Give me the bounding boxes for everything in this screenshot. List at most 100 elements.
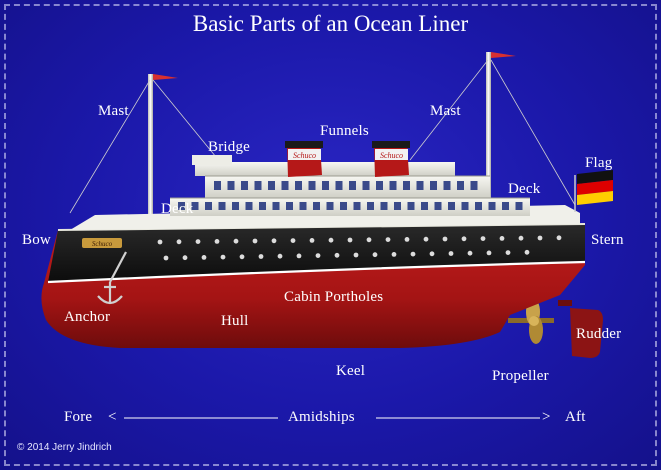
deck-window: [408, 202, 415, 210]
label-hull: Hull: [221, 314, 248, 329]
deck-window: [205, 202, 212, 210]
deck-window: [286, 202, 293, 210]
deck-window: [457, 181, 464, 190]
porthole: [424, 237, 429, 242]
label-bow: Bow: [22, 233, 51, 248]
deck-window: [381, 202, 388, 210]
deck-window: [516, 202, 523, 210]
label-cabin-portholes: Cabin Portholes: [284, 290, 383, 305]
porthole: [462, 236, 467, 241]
deck-window: [327, 202, 334, 210]
porthole: [196, 239, 201, 244]
deck-window: [444, 181, 451, 190]
label-flag: Flag: [585, 156, 612, 171]
deck-window: [462, 202, 469, 210]
deck-window: [313, 202, 320, 210]
porthole: [538, 236, 543, 241]
deck-window: [448, 202, 455, 210]
porthole: [430, 251, 435, 256]
porthole: [316, 253, 321, 258]
porthole: [240, 254, 245, 259]
label-propeller: Propeller: [492, 369, 549, 384]
deck-window: [390, 181, 397, 190]
porthole: [525, 250, 530, 255]
deck-window: [435, 202, 442, 210]
porthole: [177, 239, 182, 244]
porthole: [519, 236, 524, 241]
label-funnels: Funnels: [320, 124, 369, 139]
funnel-logo-aft: Schuco: [380, 151, 403, 160]
porthole: [234, 239, 239, 244]
deck-window: [300, 202, 307, 210]
deck-window: [219, 202, 226, 210]
deck-window: [489, 202, 496, 210]
porthole: [297, 254, 302, 259]
hull-shape: Schuco: [41, 224, 585, 348]
porthole: [354, 253, 359, 258]
deck-window: [309, 181, 316, 190]
porthole: [291, 238, 296, 243]
deck-window: [421, 202, 428, 210]
porthole: [373, 252, 378, 257]
funnel-aft: Schuco: [372, 141, 410, 177]
porthole: [367, 237, 372, 242]
label-fore: Fore: [64, 410, 92, 425]
deck-window: [282, 181, 289, 190]
porthole: [468, 251, 473, 256]
deck-window: [268, 181, 275, 190]
label-deck-fore: Deck: [161, 202, 193, 217]
porthole: [557, 235, 562, 240]
superstructure: [70, 155, 580, 230]
porthole: [164, 256, 169, 261]
label-mast-aft: Mast: [430, 104, 461, 119]
label-aft: Aft: [565, 410, 586, 425]
porthole: [278, 254, 283, 259]
deck-window: [255, 181, 262, 190]
deck-window: [246, 202, 253, 210]
porthole: [506, 250, 511, 255]
porthole: [449, 251, 454, 256]
deck-window: [430, 181, 437, 190]
deck-window: [322, 181, 329, 190]
porthole: [481, 236, 486, 241]
deck-window: [273, 202, 280, 210]
deck-window: [232, 202, 239, 210]
deck-window: [394, 202, 401, 210]
deck-window: [228, 181, 235, 190]
porthole: [253, 239, 258, 244]
porthole: [392, 252, 397, 257]
porthole: [487, 251, 492, 256]
porthole: [411, 252, 416, 257]
porthole: [259, 254, 264, 259]
label-mast-fore: Mast: [98, 104, 129, 119]
porthole: [348, 238, 353, 243]
porthole: [183, 255, 188, 260]
funnel-logo-fore: Schuco: [293, 151, 316, 160]
porthole: [215, 239, 220, 244]
deck-window: [336, 181, 343, 190]
porthole: [335, 253, 340, 258]
porthole: [272, 238, 277, 243]
funnel-fore: Schuco: [285, 141, 323, 177]
deck-window: [403, 181, 410, 190]
deck-window: [349, 181, 356, 190]
label-bridge: Bridge: [208, 140, 250, 155]
deck-window: [354, 202, 361, 210]
flag-shape: [575, 170, 613, 212]
fore-arrow: <: [108, 410, 117, 425]
label-rudder: Rudder: [576, 327, 621, 342]
label-keel: Keel: [336, 364, 365, 379]
deck-window: [241, 181, 248, 190]
porthole: [329, 238, 334, 243]
label-anchor: Anchor: [64, 310, 110, 325]
porthole: [500, 236, 505, 241]
deck-window: [367, 202, 374, 210]
deck-window: [340, 202, 347, 210]
deck-window: [502, 202, 509, 210]
porthole: [310, 238, 315, 243]
porthole: [386, 237, 391, 242]
deck-window: [363, 181, 370, 190]
deck-window: [417, 181, 424, 190]
porthole: [202, 255, 207, 260]
